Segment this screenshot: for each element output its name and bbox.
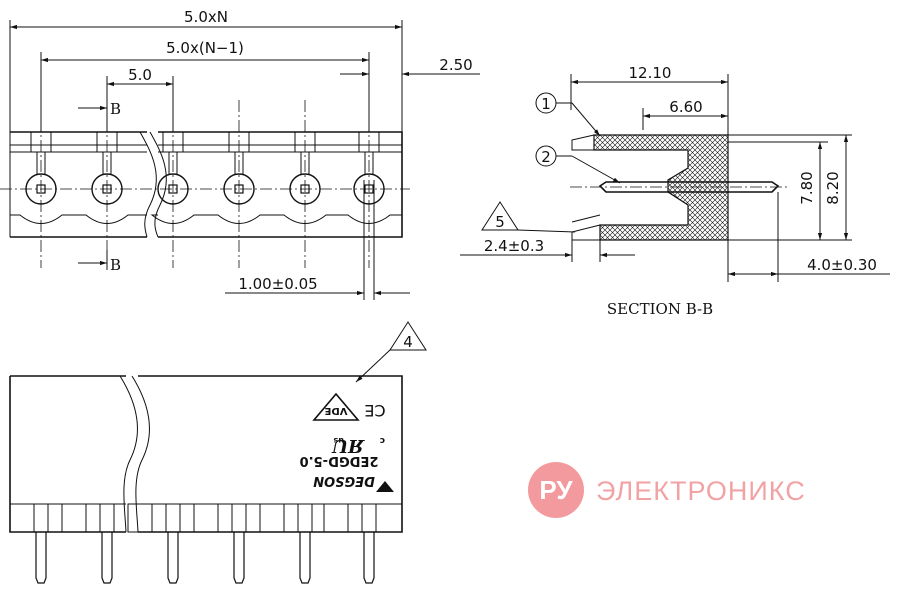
watermark-text: ЭЛЕКТРОНИКС [596,476,806,506]
separator-cell [259,503,285,533]
separator-cell [127,503,153,533]
dim-total-width: 5.0xN [184,8,228,26]
pin-column [157,100,189,268]
dim-offset: 2.50 [439,56,472,74]
watermark: РУ ЭЛЕКТРОНИКС [528,462,806,518]
dim-lead: 2.4±0.3 [484,237,544,255]
pin-column [25,100,57,268]
callout-1: 1 [541,95,551,113]
separator-cell [193,503,219,533]
ce-mark: CE [364,401,385,420]
pin-column [289,100,321,268]
ul-mark: ЯU [331,435,365,456]
pin-column [91,100,123,268]
pin-leg [33,503,49,584]
callout-2: 2 [541,148,551,166]
section-mark-bottom: B [110,256,121,274]
watermark-badge-text: РУ [539,475,573,505]
pin-leg [165,503,181,584]
dim-pin-length: 4.0±0.30 [807,256,877,274]
separator-cell [323,503,349,533]
ul-c: c [380,435,385,445]
pin-column [353,100,385,268]
model-text: 2EDGD-5.0 [300,453,379,468]
dim-h1: 7.80 [798,171,816,204]
pin-leg [231,503,247,584]
brand-text: DEGSON [313,473,375,488]
dim-pitch-span: 5.0x(N−1) [166,39,244,57]
watermark-badge [528,462,584,518]
section-title: SECTION B-B [607,300,713,318]
pin-column [223,100,255,268]
section-view: 12.10 6.60 7.80 8.20 4.0±0.30 2.4±0.3 [460,64,890,318]
pin-leg [361,503,377,584]
dim-h2: 8.20 [824,171,842,204]
front-view: 4 VDE CE c ЯU us 2EDGD-5.0 DEGSON [9,321,427,584]
brand-logo-icon [376,481,394,492]
section-mark-top: B [110,100,121,118]
callout-5: 5 [495,213,505,231]
pin-legs [33,503,377,584]
top-view: 5.0xN 5.0x(N−1) 5.0 2.50 [0,8,480,300]
pin-columns [25,100,385,268]
dim-pin-size: 1.00±0.05 [238,275,317,293]
pin-leg [297,503,313,584]
ul-us: us [333,436,344,445]
vde-mark: VDE [324,405,347,416]
dim-pitch: 5.0 [128,66,152,84]
separator-cell [61,503,87,533]
callout-4: 4 [403,333,413,351]
pin-leg [99,503,115,584]
dim-depth: 12.10 [629,64,672,82]
dim-inner: 6.60 [669,98,702,116]
